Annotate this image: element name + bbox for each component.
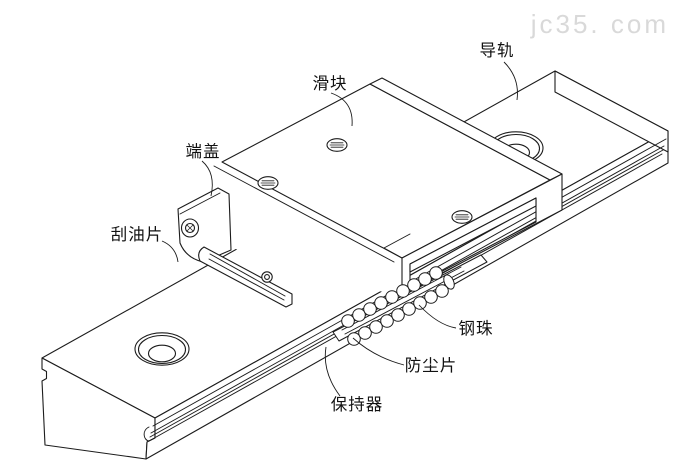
steel-balls-label-text: 钢珠 <box>459 319 494 338</box>
label-retainer: 保持器 <box>324 346 384 414</box>
ball-assembly-drawing <box>332 254 488 346</box>
endcap-assembly-drawing <box>177 187 293 308</box>
guide-rail-leader-line <box>503 61 518 101</box>
endcap-top-edge <box>179 192 221 215</box>
slider-block-drawing <box>213 77 563 300</box>
end-cap-leader-line <box>201 160 213 197</box>
dust-strip-leader-line <box>352 337 405 366</box>
slider-cutaway-face <box>409 197 537 273</box>
end-cap-label-text: 端盖 <box>186 142 221 161</box>
watermark-text: jc35. com <box>530 9 669 39</box>
label-end-cap: 端盖 <box>186 142 221 197</box>
label-oil-scraper: 刮油片 <box>111 225 179 263</box>
endcap-screw <box>180 218 200 238</box>
label-steel-balls: 钢珠 <box>418 304 494 338</box>
slider-thread-hole-1 <box>257 176 279 190</box>
scraper-slot <box>208 253 286 301</box>
slider-endcap-left-seam <box>213 165 395 263</box>
scraper-screw <box>261 271 273 283</box>
slider-thread-hole-3 <box>451 210 473 224</box>
label-guide-rail: 导轨 <box>480 41 518 101</box>
endcap-face <box>177 187 232 263</box>
slider-thread-hole-2 <box>326 138 348 152</box>
rail-bolt-hole-front <box>134 332 190 366</box>
retainer-leader-line <box>324 346 341 397</box>
steel-ball-row-upper <box>341 266 443 328</box>
slider-step-lines <box>383 233 411 259</box>
slider-label-text: 滑块 <box>313 74 348 93</box>
ball-return-port <box>443 274 455 290</box>
steel-ball-row-lower <box>347 284 449 346</box>
oil-scraper-label-text: 刮油片 <box>111 225 164 244</box>
dust-strip-label-text: 防尘片 <box>405 356 458 375</box>
rail-back-face <box>554 70 669 153</box>
guide-rail-label-text: 导轨 <box>480 41 515 60</box>
oil-scraper-leader-line <box>161 240 179 263</box>
label-dust-strip: 防尘片 <box>352 337 458 375</box>
retainer-label-text: 保持器 <box>331 395 384 414</box>
slider-leader-line <box>330 92 353 127</box>
steel-balls-leader-line <box>418 304 457 329</box>
label-slider: 滑块 <box>313 74 353 127</box>
